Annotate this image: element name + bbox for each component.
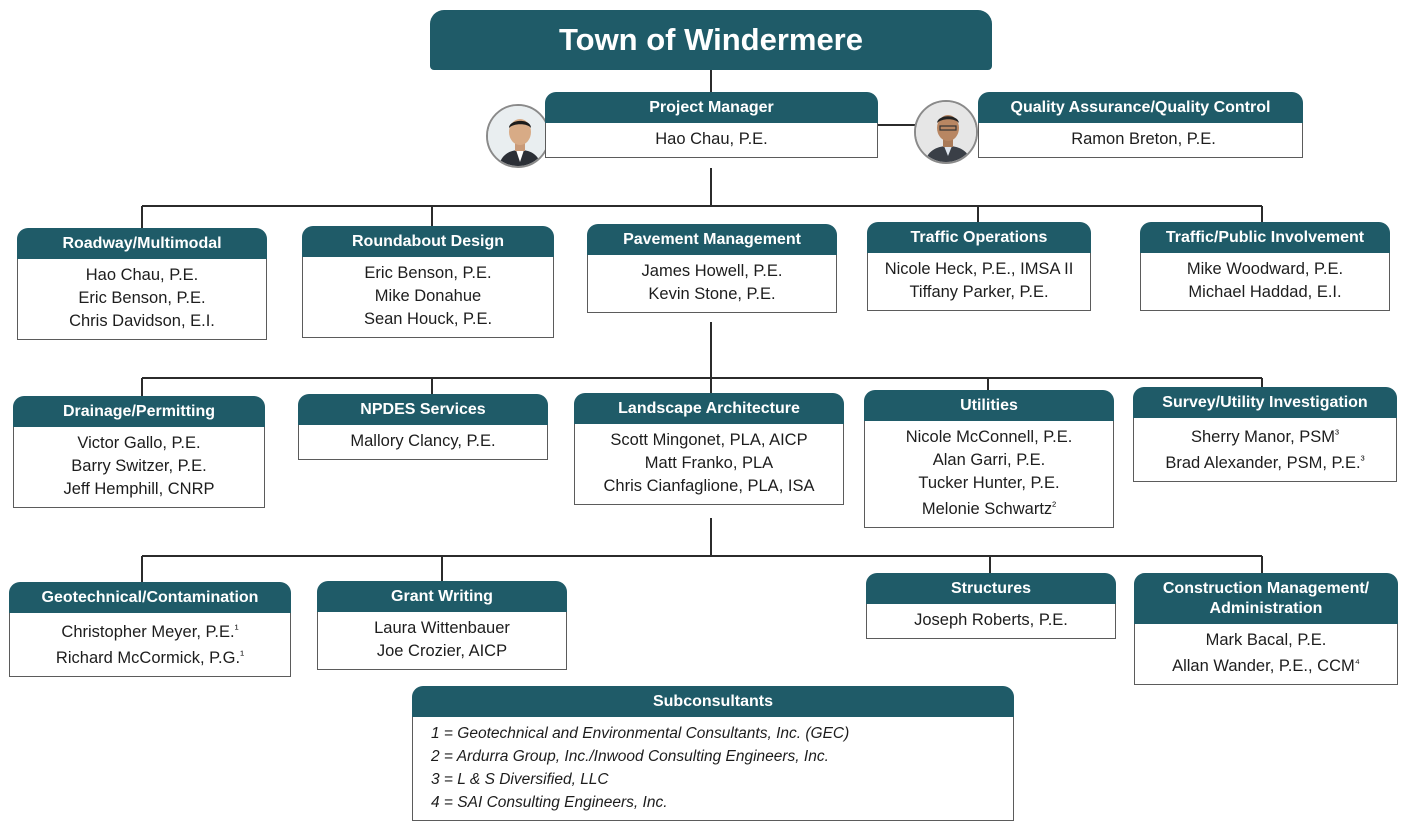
member-name: Jeff Hemphill, CNRP bbox=[63, 480, 215, 498]
member-name: Mike Donahue bbox=[374, 287, 482, 305]
member-name: Tiffany Parker, P.E. bbox=[909, 283, 1049, 301]
box-drainage-permitting: Drainage/Permitting Victor Gallo, P.E. B… bbox=[13, 396, 265, 508]
manager-photo bbox=[486, 104, 550, 168]
box-header: Pavement Management bbox=[587, 224, 837, 255]
box-header: Landscape Architecture bbox=[574, 393, 844, 424]
box-members: Laura Wittenbauer Joe Crozier, AICP bbox=[317, 612, 567, 670]
box-survey-utility-investigation: Survey/Utility Investigation Sherry Mano… bbox=[1133, 387, 1397, 482]
member-name: James Howell, P.E. bbox=[641, 262, 783, 280]
box-header: Roundabout Design bbox=[302, 226, 554, 257]
box-members: Nicole McConnell, P.E. Alan Garri, P.E. … bbox=[864, 421, 1114, 528]
box-traffic-public-involvement: Traffic/Public Involvement Mike Woodward… bbox=[1140, 222, 1390, 311]
box-qaqc: Quality Assurance/Quality Control Ramon … bbox=[978, 92, 1303, 158]
member-name: Barry Switzer, P.E. bbox=[71, 457, 207, 475]
person-photo-icon bbox=[916, 102, 976, 162]
box-header: Geotechnical/Contamination bbox=[9, 582, 291, 613]
person-photo-icon bbox=[488, 106, 548, 166]
box-members: Victor Gallo, P.E. Barry Switzer, P.E. J… bbox=[13, 427, 265, 508]
box-roadway-multimodal: Roadway/Multimodal Hao Chau, P.E. Eric B… bbox=[17, 228, 267, 340]
member-name: Mark Bacal, P.E. bbox=[1205, 631, 1327, 649]
box-header: Grant Writing bbox=[317, 581, 567, 612]
box-header: Utilities bbox=[864, 390, 1114, 421]
member-name: Hao Chau, P.E. bbox=[85, 266, 199, 284]
box-header: Traffic Operations bbox=[867, 222, 1091, 253]
header-line: Administration bbox=[1209, 600, 1323, 617]
box-grant-writing: Grant Writing Laura Wittenbauer Joe Croz… bbox=[317, 581, 567, 670]
subconsultant-item: 4 = SAI Consulting Engineers, Inc. bbox=[431, 794, 668, 811]
box-header: NPDES Services bbox=[298, 394, 548, 425]
box-members: Hao Chau, P.E. bbox=[545, 123, 878, 158]
box-npdes-services: NPDES Services Mallory Clancy, P.E. bbox=[298, 394, 548, 460]
member-name: Michael Haddad, E.I. bbox=[1188, 283, 1342, 301]
member-name: Tucker Hunter, P.E. bbox=[918, 474, 1060, 492]
box-members: James Howell, P.E. Kevin Stone, P.E. bbox=[587, 255, 837, 313]
box-members: Nicole Heck, P.E., IMSA II Tiffany Parke… bbox=[867, 253, 1091, 311]
subconsultants-legend: Subconsultants 1 = Geotechnical and Envi… bbox=[412, 686, 1014, 821]
member-name: Richard McCormick, P.G.¹ bbox=[55, 648, 245, 667]
box-header: Subconsultants bbox=[412, 686, 1014, 717]
box-utilities: Utilities Nicole McConnell, P.E. Alan Ga… bbox=[864, 390, 1114, 528]
box-members: Joseph Roberts, P.E. bbox=[866, 604, 1116, 639]
member-name: Alan Garri, P.E. bbox=[932, 451, 1046, 469]
box-landscape-architecture: Landscape Architecture Scott Mingonet, P… bbox=[574, 393, 844, 505]
member-name: Scott Mingonet, PLA, AICP bbox=[610, 431, 808, 449]
member-name: Joe Crozier, AICP bbox=[376, 642, 508, 660]
box-header: Project Manager bbox=[545, 92, 878, 123]
member-name: Matt Franko, PLA bbox=[644, 454, 774, 472]
box-header: Survey/Utility Investigation bbox=[1133, 387, 1397, 418]
subconsultant-item: 3 = L & S Diversified, LLC bbox=[431, 771, 609, 788]
member-name: Joseph Roberts, P.E. bbox=[914, 611, 1068, 629]
box-geotechnical-contamination: Geotechnical/Contamination Christopher M… bbox=[9, 582, 291, 677]
member-name: Nicole McConnell, P.E. bbox=[905, 428, 1073, 446]
box-members: Eric Benson, P.E. Mike Donahue Sean Houc… bbox=[302, 257, 554, 338]
member-name: Kevin Stone, P.E. bbox=[648, 285, 776, 303]
subconsultant-item: 1 = Geotechnical and Environmental Consu… bbox=[431, 725, 850, 742]
member-name: Mallory Clancy, P.E. bbox=[350, 432, 496, 450]
box-construction-management: Construction Management/ Administration … bbox=[1134, 573, 1398, 685]
box-header: Construction Management/ Administration bbox=[1134, 573, 1398, 624]
box-header: Traffic/Public Involvement bbox=[1140, 222, 1390, 253]
box-members: Christopher Meyer, P.E.¹ Richard McCormi… bbox=[9, 613, 291, 677]
member-name: Hao Chau, P.E. bbox=[655, 130, 768, 148]
box-header: Roadway/Multimodal bbox=[17, 228, 267, 259]
member-name: Chris Cianfaglione, PLA, ISA bbox=[603, 477, 815, 495]
box-traffic-operations: Traffic Operations Nicole Heck, P.E., IM… bbox=[867, 222, 1091, 311]
member-name: Victor Gallo, P.E. bbox=[77, 434, 201, 452]
box-members: Hao Chau, P.E. Eric Benson, P.E. Chris D… bbox=[17, 259, 267, 340]
box-members: Sherry Manor, PSM³ Brad Alexander, PSM, … bbox=[1133, 418, 1397, 482]
member-name: Mike Woodward, P.E. bbox=[1186, 260, 1344, 278]
box-project-manager: Project Manager Hao Chau, P.E. bbox=[545, 92, 878, 158]
subconsultants-list: 1 = Geotechnical and Environmental Consu… bbox=[412, 717, 1014, 821]
member-name: Laura Wittenbauer bbox=[374, 619, 510, 637]
member-name: Eric Benson, P.E. bbox=[78, 289, 206, 307]
box-header: Structures bbox=[866, 573, 1116, 604]
box-members: Mike Woodward, P.E. Michael Haddad, E.I. bbox=[1140, 253, 1390, 311]
member-name: Nicole Heck, P.E., IMSA II bbox=[884, 260, 1074, 278]
box-members: Ramon Breton, P.E. bbox=[978, 123, 1303, 158]
box-members: Mallory Clancy, P.E. bbox=[298, 425, 548, 460]
member-name: Allan Wander, P.E., CCM⁴ bbox=[1172, 656, 1360, 675]
member-name: Melonie Schwartz² bbox=[921, 499, 1057, 518]
member-name: Sherry Manor, PSM³ bbox=[1190, 427, 1340, 446]
member-name: Brad Alexander, PSM, P.E.³ bbox=[1165, 453, 1365, 472]
page-title: Town of Windermere bbox=[430, 10, 992, 70]
box-header: Drainage/Permitting bbox=[13, 396, 265, 427]
qaqc-photo bbox=[914, 100, 978, 164]
box-pavement-management: Pavement Management James Howell, P.E. K… bbox=[587, 224, 837, 313]
box-members: Scott Mingonet, PLA, AICP Matt Franko, P… bbox=[574, 424, 844, 505]
member-name: Christopher Meyer, P.E.¹ bbox=[61, 622, 239, 641]
box-roundabout-design: Roundabout Design Eric Benson, P.E. Mike… bbox=[302, 226, 554, 338]
member-name: Eric Benson, P.E. bbox=[364, 264, 492, 282]
member-name: Sean Houck, P.E. bbox=[363, 310, 493, 328]
box-members: Mark Bacal, P.E. Allan Wander, P.E., CCM… bbox=[1134, 624, 1398, 685]
box-structures: Structures Joseph Roberts, P.E. bbox=[866, 573, 1116, 639]
box-header: Quality Assurance/Quality Control bbox=[978, 92, 1303, 123]
member-name: Ramon Breton, P.E. bbox=[1071, 130, 1216, 148]
header-line: Construction Management/ bbox=[1162, 580, 1370, 597]
subconsultant-item: 2 = Ardurra Group, Inc./Inwood Consultin… bbox=[431, 748, 829, 765]
member-name: Chris Davidson, E.I. bbox=[69, 312, 215, 330]
